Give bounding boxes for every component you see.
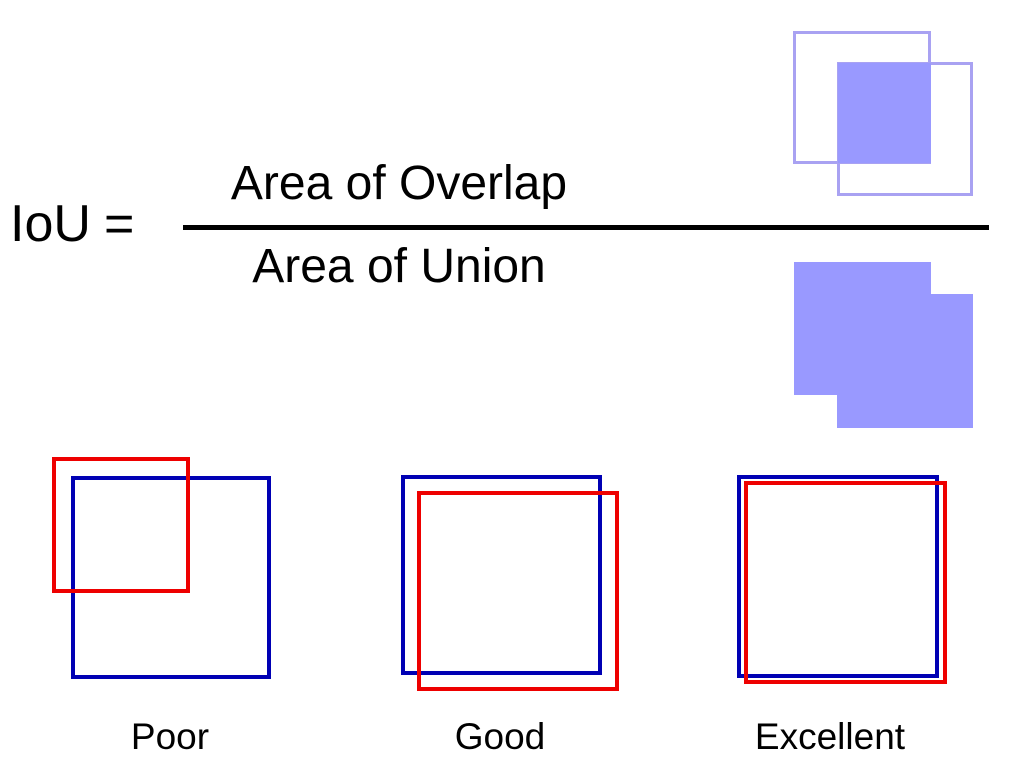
example-label-poor: Poor xyxy=(130,716,210,757)
prediction-box-poor xyxy=(71,476,271,679)
formula-denominator: Area of Union xyxy=(183,243,989,291)
formula-equals-sign: = xyxy=(104,195,135,253)
ground-truth-box-good xyxy=(417,491,619,691)
prediction-box-good xyxy=(401,475,602,675)
overlap-intersection-fill xyxy=(838,63,931,163)
ground-truth-box-poor xyxy=(52,457,190,593)
prediction-box-excellent xyxy=(737,475,939,678)
fraction-bar xyxy=(183,225,989,230)
example-label-excellent: Excellent xyxy=(754,716,906,757)
formula-lhs-iou: IoU xyxy=(10,195,91,253)
example-label-good: Good xyxy=(454,716,546,757)
formula-numerator: Area of Overlap xyxy=(183,160,989,208)
union-region-front xyxy=(837,294,973,428)
ground-truth-box-excellent xyxy=(744,481,947,684)
formula-numerator-text: Area of Overlap xyxy=(230,157,568,210)
formula-denominator-text: Area of Union xyxy=(252,240,546,293)
